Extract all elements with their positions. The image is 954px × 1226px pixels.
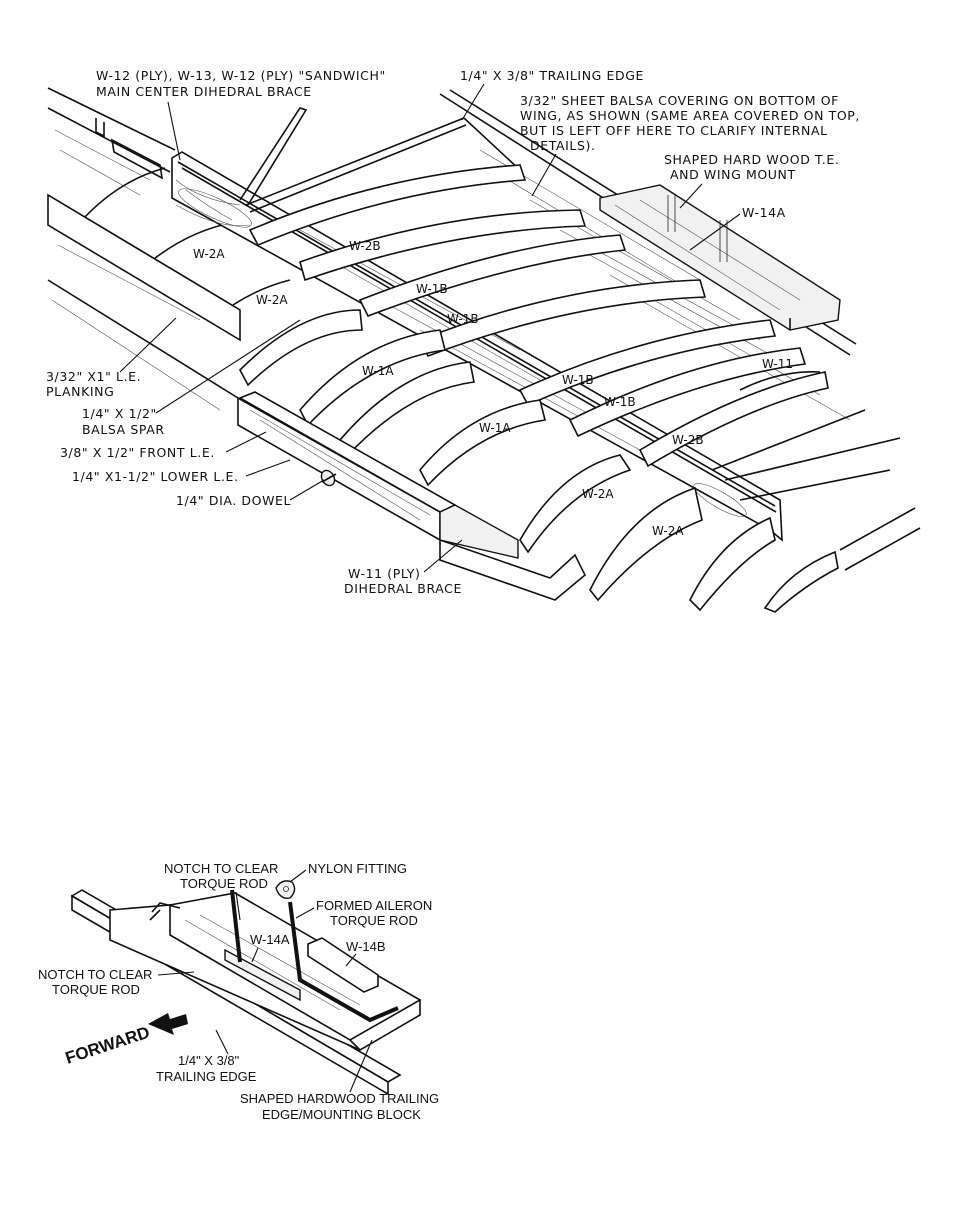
part-label-w1a-1: W-1A <box>362 364 394 378</box>
label-planking-line1: 3/32" X1" L.E. <box>46 369 141 384</box>
main-callouts: W-12 (PLY), W-13, W-12 (PLY) "SANDWICH" … <box>46 68 860 596</box>
label-block-line2: EDGE/MOUNTING BLOCK <box>262 1107 421 1122</box>
label-aileron-line1: FORMED AILERON <box>316 898 432 913</box>
rib-part-labels: W-2A W-2A W-2B W-1B W-1B W-1A W-1A W-1B … <box>193 239 793 538</box>
part-label-w11-right: W-11 <box>762 357 793 371</box>
label-w14b: W-14B <box>346 939 386 954</box>
label-te-line1: 1/4" X 3/8" <box>178 1053 240 1068</box>
forward-arrow-icon <box>148 1013 188 1035</box>
label-spar-line2: BALSA SPAR <box>82 422 165 437</box>
label-sheet-line4: DETAILS). <box>530 138 596 153</box>
label-hardwood-line1: SHAPED HARD WOOD T.E. <box>664 152 839 167</box>
part-label-w2b-2: W-2B <box>672 433 704 447</box>
label-sheet-line2: WING, AS SHOWN (SAME AREA COVERED ON TOP… <box>520 108 860 123</box>
label-dowel: 1/4" DIA. DOWEL <box>176 493 291 508</box>
label-front-le: 3/8" X 1/2" FRONT L.E. <box>60 445 215 460</box>
part-label-w1b-3: W-1B <box>562 373 594 387</box>
label-sheet-line1: 3/32" SHEET BALSA COVERING ON BOTTOM OF <box>520 93 839 108</box>
label-dihedral-brace-line1: W-12 (PLY), W-13, W-12 (PLY) "SANDWICH" <box>96 68 386 83</box>
part-label-w1b-1: W-1B <box>416 282 448 296</box>
leading-edge-assembly <box>47 193 586 601</box>
label-te-line2: TRAILING EDGE <box>156 1069 257 1084</box>
label-notch-left-line1: NOTCH TO CLEAR <box>38 967 152 982</box>
label-w14a-detail: W-14A <box>250 932 290 947</box>
label-dihedral-brace-line2: MAIN CENTER DIHEDRAL BRACE <box>96 84 312 99</box>
right-wing-panel <box>239 89 921 571</box>
label-forward: FORWARD <box>63 1023 152 1068</box>
label-w11-line2: DIHEDRAL BRACE <box>344 581 462 596</box>
label-w11-line1: W-11 (PLY) <box>348 566 420 581</box>
label-spar-line1: 1/4" X 1/2" <box>82 406 157 421</box>
part-label-w2a-2: W-2A <box>256 293 288 307</box>
label-nylon: NYLON FITTING <box>308 861 407 876</box>
label-sheet-line3: BUT IS LEFT OFF HERE TO CLARIFY INTERNAL <box>520 123 828 138</box>
main-wing-diagram: W-2A W-2A W-2B W-1B W-1B W-1A W-1A W-1B … <box>46 68 921 613</box>
part-label-w1b-2: W-1B <box>447 312 479 326</box>
label-lower-le: 1/4" X1-1/2" LOWER L.E. <box>72 469 239 484</box>
label-planking-line2: PLANKING <box>46 384 114 399</box>
part-label-w2a-4: W-2A <box>652 524 684 538</box>
part-label-w2a-1: W-2A <box>193 247 225 261</box>
part-label-w2a-3: W-2A <box>582 487 614 501</box>
label-notch-left-line2: TORQUE ROD <box>52 982 140 997</box>
label-hardwood-line2: AND WING MOUNT <box>670 167 796 182</box>
label-aileron-line2: TORQUE ROD <box>330 913 418 928</box>
trailing-edge-detail-diagram: NOTCH TO CLEAR TORQUE ROD NYLON FITTING … <box>38 861 439 1122</box>
label-w14a-main: W-14A <box>742 205 786 220</box>
label-notch-top-line2: TORQUE ROD <box>180 876 268 891</box>
part-label-w1b-4: W-1B <box>604 395 636 409</box>
part-label-w1a-2: W-1A <box>479 421 511 435</box>
part-label-w2b-1: W-2B <box>349 239 381 253</box>
label-notch-top-line1: NOTCH TO CLEAR <box>164 861 278 876</box>
wing-ribs <box>239 164 839 613</box>
label-block-line1: SHAPED HARDWOOD TRAILING <box>240 1091 439 1106</box>
label-trailing-edge: 1/4" X 3/8" TRAILING EDGE <box>460 68 644 83</box>
